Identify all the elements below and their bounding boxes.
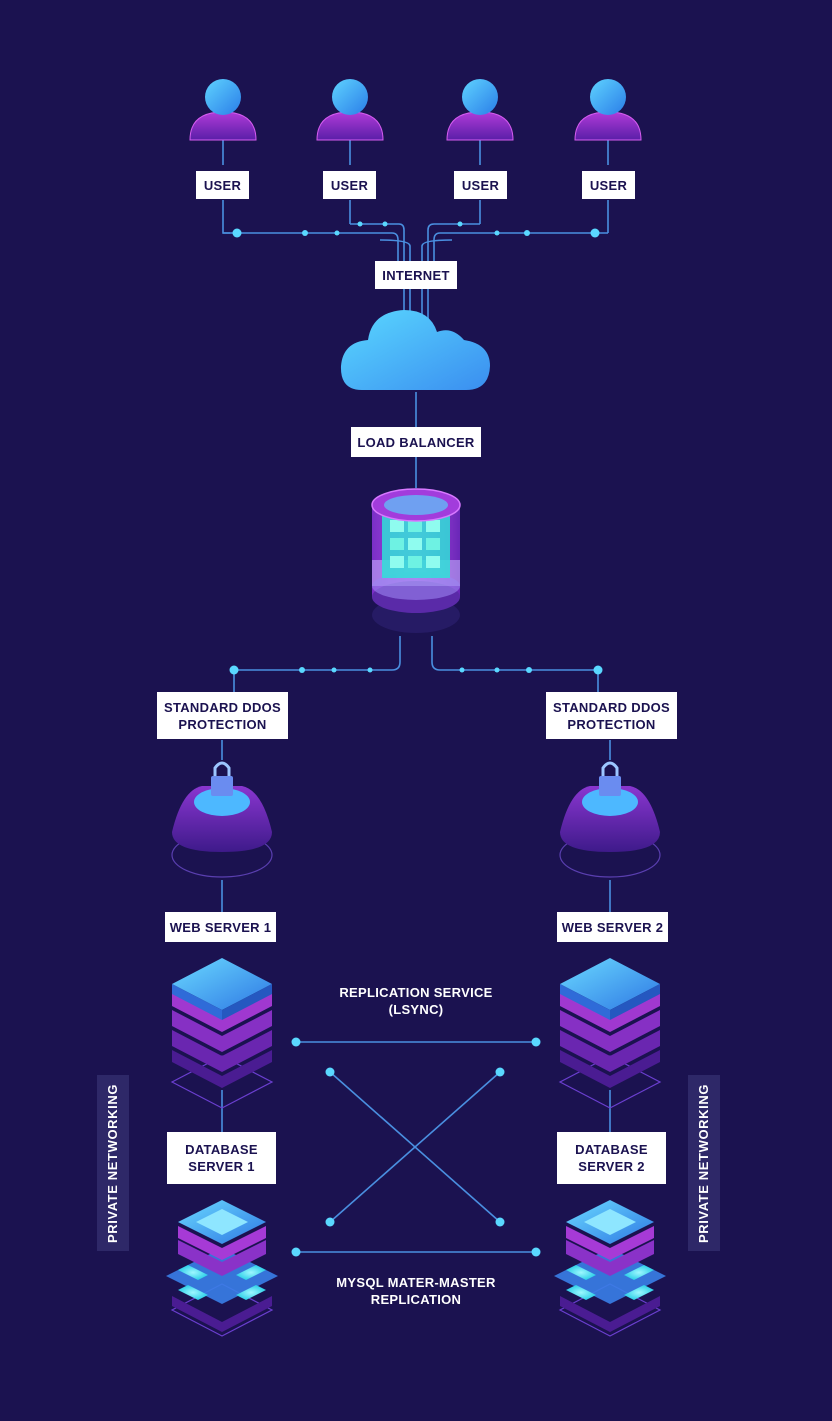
mysql-replication-line1: MYSQL MATER-MASTER bbox=[336, 1275, 496, 1290]
ddos-label-2-line1: STANDARD DDOS bbox=[552, 699, 671, 715]
right-user-bus bbox=[433, 232, 608, 262]
database-server-1-line1: DATABASE bbox=[185, 1142, 258, 1157]
database-server-2-label: DATABASE SERVER 2 bbox=[557, 1132, 666, 1184]
lb-to-ddos-2 bbox=[431, 636, 599, 692]
left-user-bus-2 bbox=[350, 223, 405, 262]
replication-service-line1: REPLICATION SERVICE bbox=[339, 985, 493, 1000]
private-networking-right: PRIVATE NETWORKING bbox=[688, 1075, 720, 1251]
ddos-label-1-line1: STANDARD DDOS bbox=[163, 699, 282, 715]
ddos-label-1-line2: PROTECTION bbox=[178, 716, 267, 732]
database-server-icon bbox=[554, 1200, 666, 1337]
database-server-icon bbox=[166, 1200, 278, 1337]
user-icon bbox=[574, 79, 642, 141]
mysql-replication-line2: REPLICATION bbox=[370, 1292, 462, 1307]
lock-shield-icon bbox=[171, 761, 273, 878]
server-stack-icon bbox=[558, 958, 662, 1109]
internet-label: INTERNET bbox=[375, 261, 457, 289]
ddos-label-2: STANDARD DDOS PROTECTION bbox=[546, 692, 677, 739]
server-stack-icon bbox=[170, 958, 274, 1109]
user-label-4: USER bbox=[582, 171, 635, 199]
private-networking-right-text: PRIVATE NETWORKING bbox=[696, 1083, 712, 1243]
lb-to-ddos-1 bbox=[233, 636, 401, 692]
lock-shield-icon bbox=[559, 761, 661, 878]
replication-service-text: REPLICATION SERVICE (LSYNC) bbox=[316, 984, 516, 1018]
database-server-2-line2: SERVER 2 bbox=[578, 1159, 645, 1174]
database-server-1-label: DATABASE SERVER 1 bbox=[167, 1132, 276, 1184]
replication-service-line2: (LSYNC) bbox=[388, 1002, 444, 1017]
mysql-replication-text: MYSQL MATER-MASTER REPLICATION bbox=[306, 1274, 526, 1308]
left-user-bus bbox=[223, 232, 399, 262]
cross-line-b bbox=[329, 1071, 501, 1223]
left-user-bus-3 bbox=[379, 239, 411, 262]
web-server-2-label: WEB SERVER 2 bbox=[557, 912, 668, 942]
user-icon bbox=[316, 79, 384, 141]
right-user-bus-3 bbox=[421, 239, 453, 262]
private-networking-left-text: PRIVATE NETWORKING bbox=[105, 1083, 121, 1243]
user-icon bbox=[446, 79, 514, 141]
private-networking-left: PRIVATE NETWORKING bbox=[97, 1075, 129, 1251]
connection-lines bbox=[221, 140, 611, 1253]
cloud-icon bbox=[340, 310, 490, 390]
web-server-1-label: WEB SERVER 1 bbox=[165, 912, 276, 942]
load-balancer-label: LOAD BALANCER bbox=[351, 427, 481, 457]
ddos-label-1: STANDARD DDOS PROTECTION bbox=[157, 692, 288, 739]
user-label-3: USER bbox=[454, 171, 507, 199]
user-icon bbox=[189, 79, 257, 141]
database-server-1-line2: SERVER 1 bbox=[188, 1159, 255, 1174]
ddos-to-lock bbox=[221, 740, 611, 760]
right-user-bus-2 bbox=[427, 223, 480, 262]
lock-to-webserver bbox=[221, 880, 611, 912]
connection-nodes bbox=[229, 221, 603, 1257]
user-label-2: USER bbox=[323, 171, 376, 199]
webserver-to-db bbox=[221, 1090, 611, 1132]
ddos-label-2-line2: PROTECTION bbox=[567, 716, 656, 732]
internet-to-cloud bbox=[403, 289, 429, 330]
load-balancer-cylinder-icon bbox=[371, 488, 461, 633]
user-label-1: USER bbox=[196, 171, 249, 199]
database-server-2-line1: DATABASE bbox=[575, 1142, 648, 1157]
